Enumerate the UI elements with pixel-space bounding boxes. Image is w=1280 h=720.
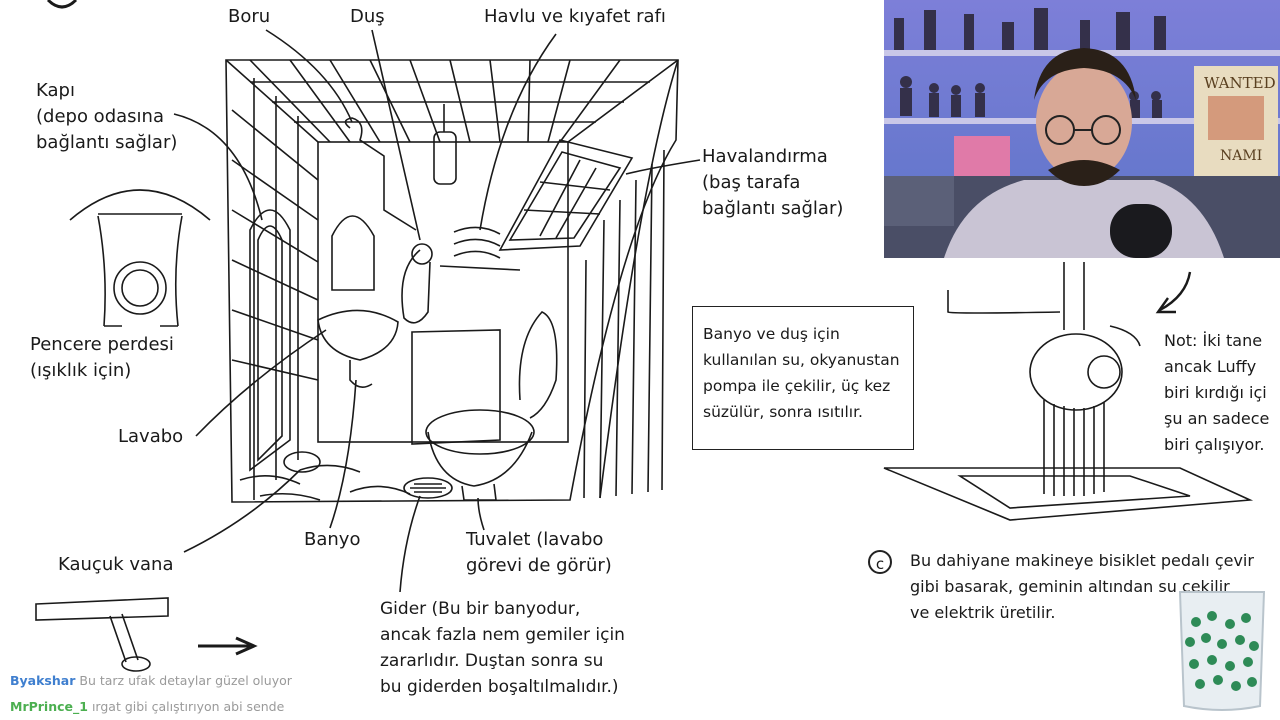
label-kapi-line: Kapı xyxy=(36,80,75,101)
caption-line: ve elektrik üretilir. xyxy=(910,603,1056,622)
label-gider-line: ancak fazla nem gemiler için xyxy=(380,625,625,645)
pump-note: Not: İki tane ancak Luffy biri kırdığı i… xyxy=(1164,328,1269,458)
note-line: pompa ile çekilir, üç kez xyxy=(703,377,891,395)
note-line: süzülür, sonra ısıtılır. xyxy=(703,403,863,421)
label-pencere-perdesi: Pencere perdesi (ışıklık için) xyxy=(30,332,174,384)
note-line: Banyo ve duş için xyxy=(703,325,840,343)
chat-username: MrPrince_1 xyxy=(10,699,88,714)
wanted-poster-text: WANTED xyxy=(1204,74,1276,92)
chat-username: Byakshar xyxy=(10,673,76,688)
caption-c: c Bu dahiyane makineye bisiklet pedalı ç… xyxy=(868,548,1254,626)
label-tuvalet: Tuvalet (lavabo görevi de görür) xyxy=(466,527,612,579)
label-kaucuk-vana: Kauçuk vana xyxy=(58,554,174,575)
label-havalandirma-line: Havalandırma xyxy=(702,146,828,167)
label-havlu-rafi: Havlu ve kıyafet rafı xyxy=(484,6,666,27)
label-pencere-line: (ışıklık için) xyxy=(30,360,132,381)
label-lavabo: Lavabo xyxy=(118,426,184,447)
wanted-poster-name: NAMI xyxy=(1220,148,1262,164)
jar-widget xyxy=(1178,591,1266,711)
label-kapi: Kapı (depo odasına bağlantı sağlar) xyxy=(36,78,177,156)
chat-text: Bu tarz ufak detaylar güzel oluyor xyxy=(79,673,292,688)
label-havalandirma-line: bağlantı sağlar) xyxy=(702,198,844,219)
chat-text: ırgat gibi çalıştırıyon abi sende xyxy=(91,699,285,714)
label-kapi-line: (depo odasına xyxy=(36,106,164,127)
label-tuvalet-line: görevi de görür) xyxy=(466,555,612,576)
label-dus: Duş xyxy=(350,6,385,27)
water-note-box: Banyo ve duş için kullanılan su, okyanus… xyxy=(692,306,914,450)
label-gider-line: zararlıdır. Duştan sonra su xyxy=(380,651,604,671)
label-havalandirma-line: (baş tarafa xyxy=(702,172,801,193)
label-gider-line: bu giderden boşaltılmalıdır.) xyxy=(380,677,619,697)
note-line: kullanılan su, okyanustan xyxy=(703,351,900,369)
caption-line: Bu dahiyane makineye bisiklet pedalı çev… xyxy=(910,551,1254,570)
label-gider-line: Gider (Bu bir banyodur, xyxy=(380,599,581,619)
pump-note-line: Not: İki tane xyxy=(1164,331,1263,350)
pump-note-line: şu an sadece xyxy=(1164,409,1270,428)
label-pencere-line: Pencere perdesi xyxy=(30,334,174,355)
label-havalandirma: Havalandırma (baş tarafa bağlantı sağlar… xyxy=(702,144,843,222)
webcam-feed: WANTED NAMI xyxy=(884,0,1280,258)
webcam-overlay: WANTED NAMI xyxy=(884,0,1280,258)
pump-note-line: ancak Luffy xyxy=(1164,357,1257,376)
pump-note-line: biri çalışıyor. xyxy=(1164,435,1265,454)
label-gider: Gider (Bu bir banyodur, ancak fazla nem … xyxy=(380,596,625,700)
label-kapi-line: bağlantı sağlar) xyxy=(36,132,178,153)
pump-note-line: biri kırdığı içi xyxy=(1164,383,1267,402)
caption-line: gibi basarak, geminin altından su çekili… xyxy=(910,577,1230,596)
label-boru: Boru xyxy=(228,6,271,27)
circled-c-icon: c xyxy=(868,550,892,574)
label-banyo: Banyo xyxy=(304,529,361,550)
label-tuvalet-line: Tuvalet (lavabo xyxy=(466,529,604,550)
